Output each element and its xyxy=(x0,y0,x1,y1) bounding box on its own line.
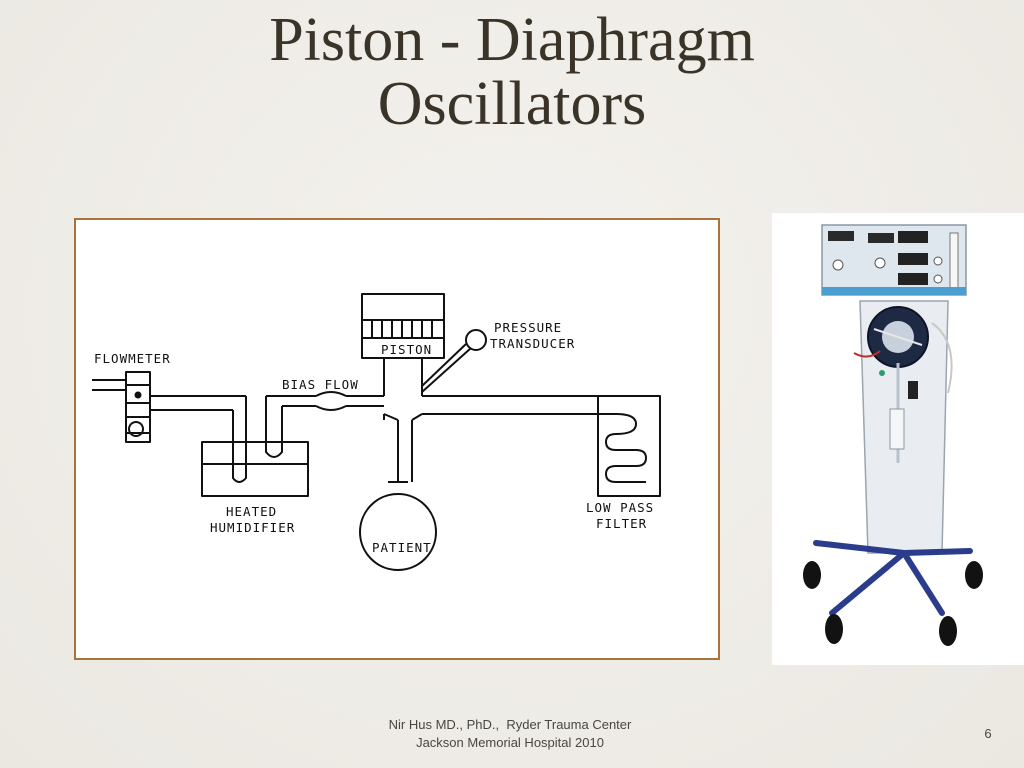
patient-label: PATIENT xyxy=(372,540,432,555)
schematic-drawing: FLOWMETER BIAS FLOW PISTON PRESSURE TRAN… xyxy=(92,293,661,571)
filter-label: FILTER xyxy=(596,516,647,531)
humidifier-label: HUMIDIFIER xyxy=(210,520,295,535)
oscillator-schematic: FLOWMETER BIAS FLOW PISTON PRESSURE TRAN… xyxy=(74,218,720,660)
flowmeter-label: FLOWMETER xyxy=(94,351,171,366)
pressure-label: PRESSURE xyxy=(494,320,562,335)
slide-footer: Nir Hus MD., PhD., Ryder Trauma Center J… xyxy=(310,716,710,752)
footer-institution: Jackson Memorial Hospital 2010 xyxy=(416,735,604,750)
low-pass-label: LOW PASS xyxy=(586,500,654,515)
piston-label: PISTON xyxy=(381,342,432,357)
page-number: 6 xyxy=(984,726,992,741)
oscillator-device-photo xyxy=(772,213,1024,665)
title-line-1: Piston - Diaphragm xyxy=(269,6,755,74)
title-line-2: Oscillators xyxy=(377,70,647,138)
heated-label: HEATED xyxy=(226,504,277,519)
ventilator-cart-illustration xyxy=(803,224,983,646)
footer-author: Nir Hus MD., PhD., Ryder Trauma Center xyxy=(388,717,632,732)
bias-flow-label: BIAS FLOW xyxy=(282,377,359,392)
transducer-label: TRANSDUCER xyxy=(490,336,575,351)
slide-title: Piston - Diaphragm Oscillators xyxy=(0,8,1024,136)
